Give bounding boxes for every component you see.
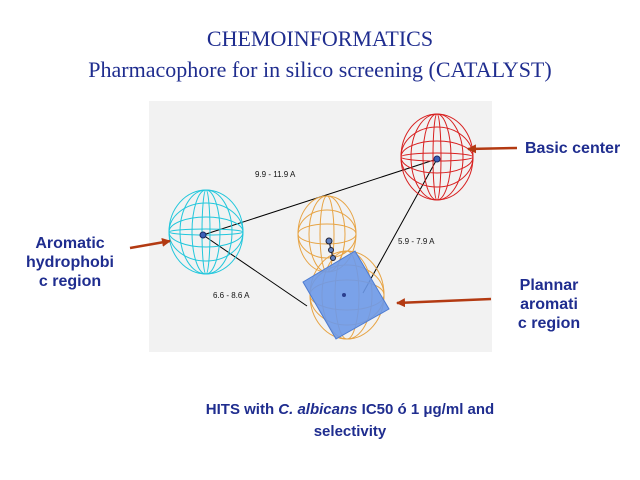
arrow-basic-center bbox=[467, 144, 518, 154]
label-plannar-region: Plannar aromati c region bbox=[494, 276, 604, 333]
distance-label-1: 9.9 - 11.9 A bbox=[255, 170, 296, 179]
arrow-aromatic bbox=[129, 237, 171, 250]
arrow-plannar bbox=[396, 297, 492, 308]
title-line2: Pharmacophore for in silico screening (C… bbox=[88, 57, 552, 82]
label-plannar-line2: aromati bbox=[520, 296, 578, 313]
label-basic-center: Basic center bbox=[525, 140, 621, 157]
hits-line1: HITS with C. albicans IC50 ó 1 μg/ml and bbox=[150, 399, 550, 421]
hits-species: C. albicans bbox=[278, 401, 358, 418]
hits-suffix: IC50 ó 1 μg/ml and bbox=[357, 401, 495, 418]
line-aromatic-plannar bbox=[202, 234, 308, 307]
basic-center-sphere bbox=[400, 113, 474, 201]
hits-prefix: HITS with bbox=[205, 401, 279, 418]
molecule-fragment bbox=[325, 237, 336, 261]
hits-caption: HITS with C. albicans IC50 ó 1 μg/ml and… bbox=[150, 399, 550, 443]
hits-line2: selectivity bbox=[313, 423, 387, 440]
label-plannar-line3: c region bbox=[517, 315, 581, 332]
label-aromatic-region: Aromatic hydrophobi c region bbox=[10, 234, 130, 291]
label-aromatic-line3: c region bbox=[38, 273, 102, 290]
distance-label-2: 5.9 - 7.9 A bbox=[398, 237, 435, 246]
line-basic-plannar bbox=[362, 158, 438, 294]
plane-center-dot bbox=[342, 293, 346, 297]
label-aromatic-line1: Aromatic bbox=[35, 235, 105, 252]
label-plannar-line1: Plannar bbox=[519, 277, 579, 294]
distance-label-3: 6.6 - 8.6 A bbox=[213, 291, 250, 300]
label-aromatic-line2: hydrophobi bbox=[26, 254, 114, 271]
aromatic-region-sphere bbox=[168, 189, 244, 275]
title-line1: CHEMOINFORMATICS bbox=[206, 26, 434, 51]
